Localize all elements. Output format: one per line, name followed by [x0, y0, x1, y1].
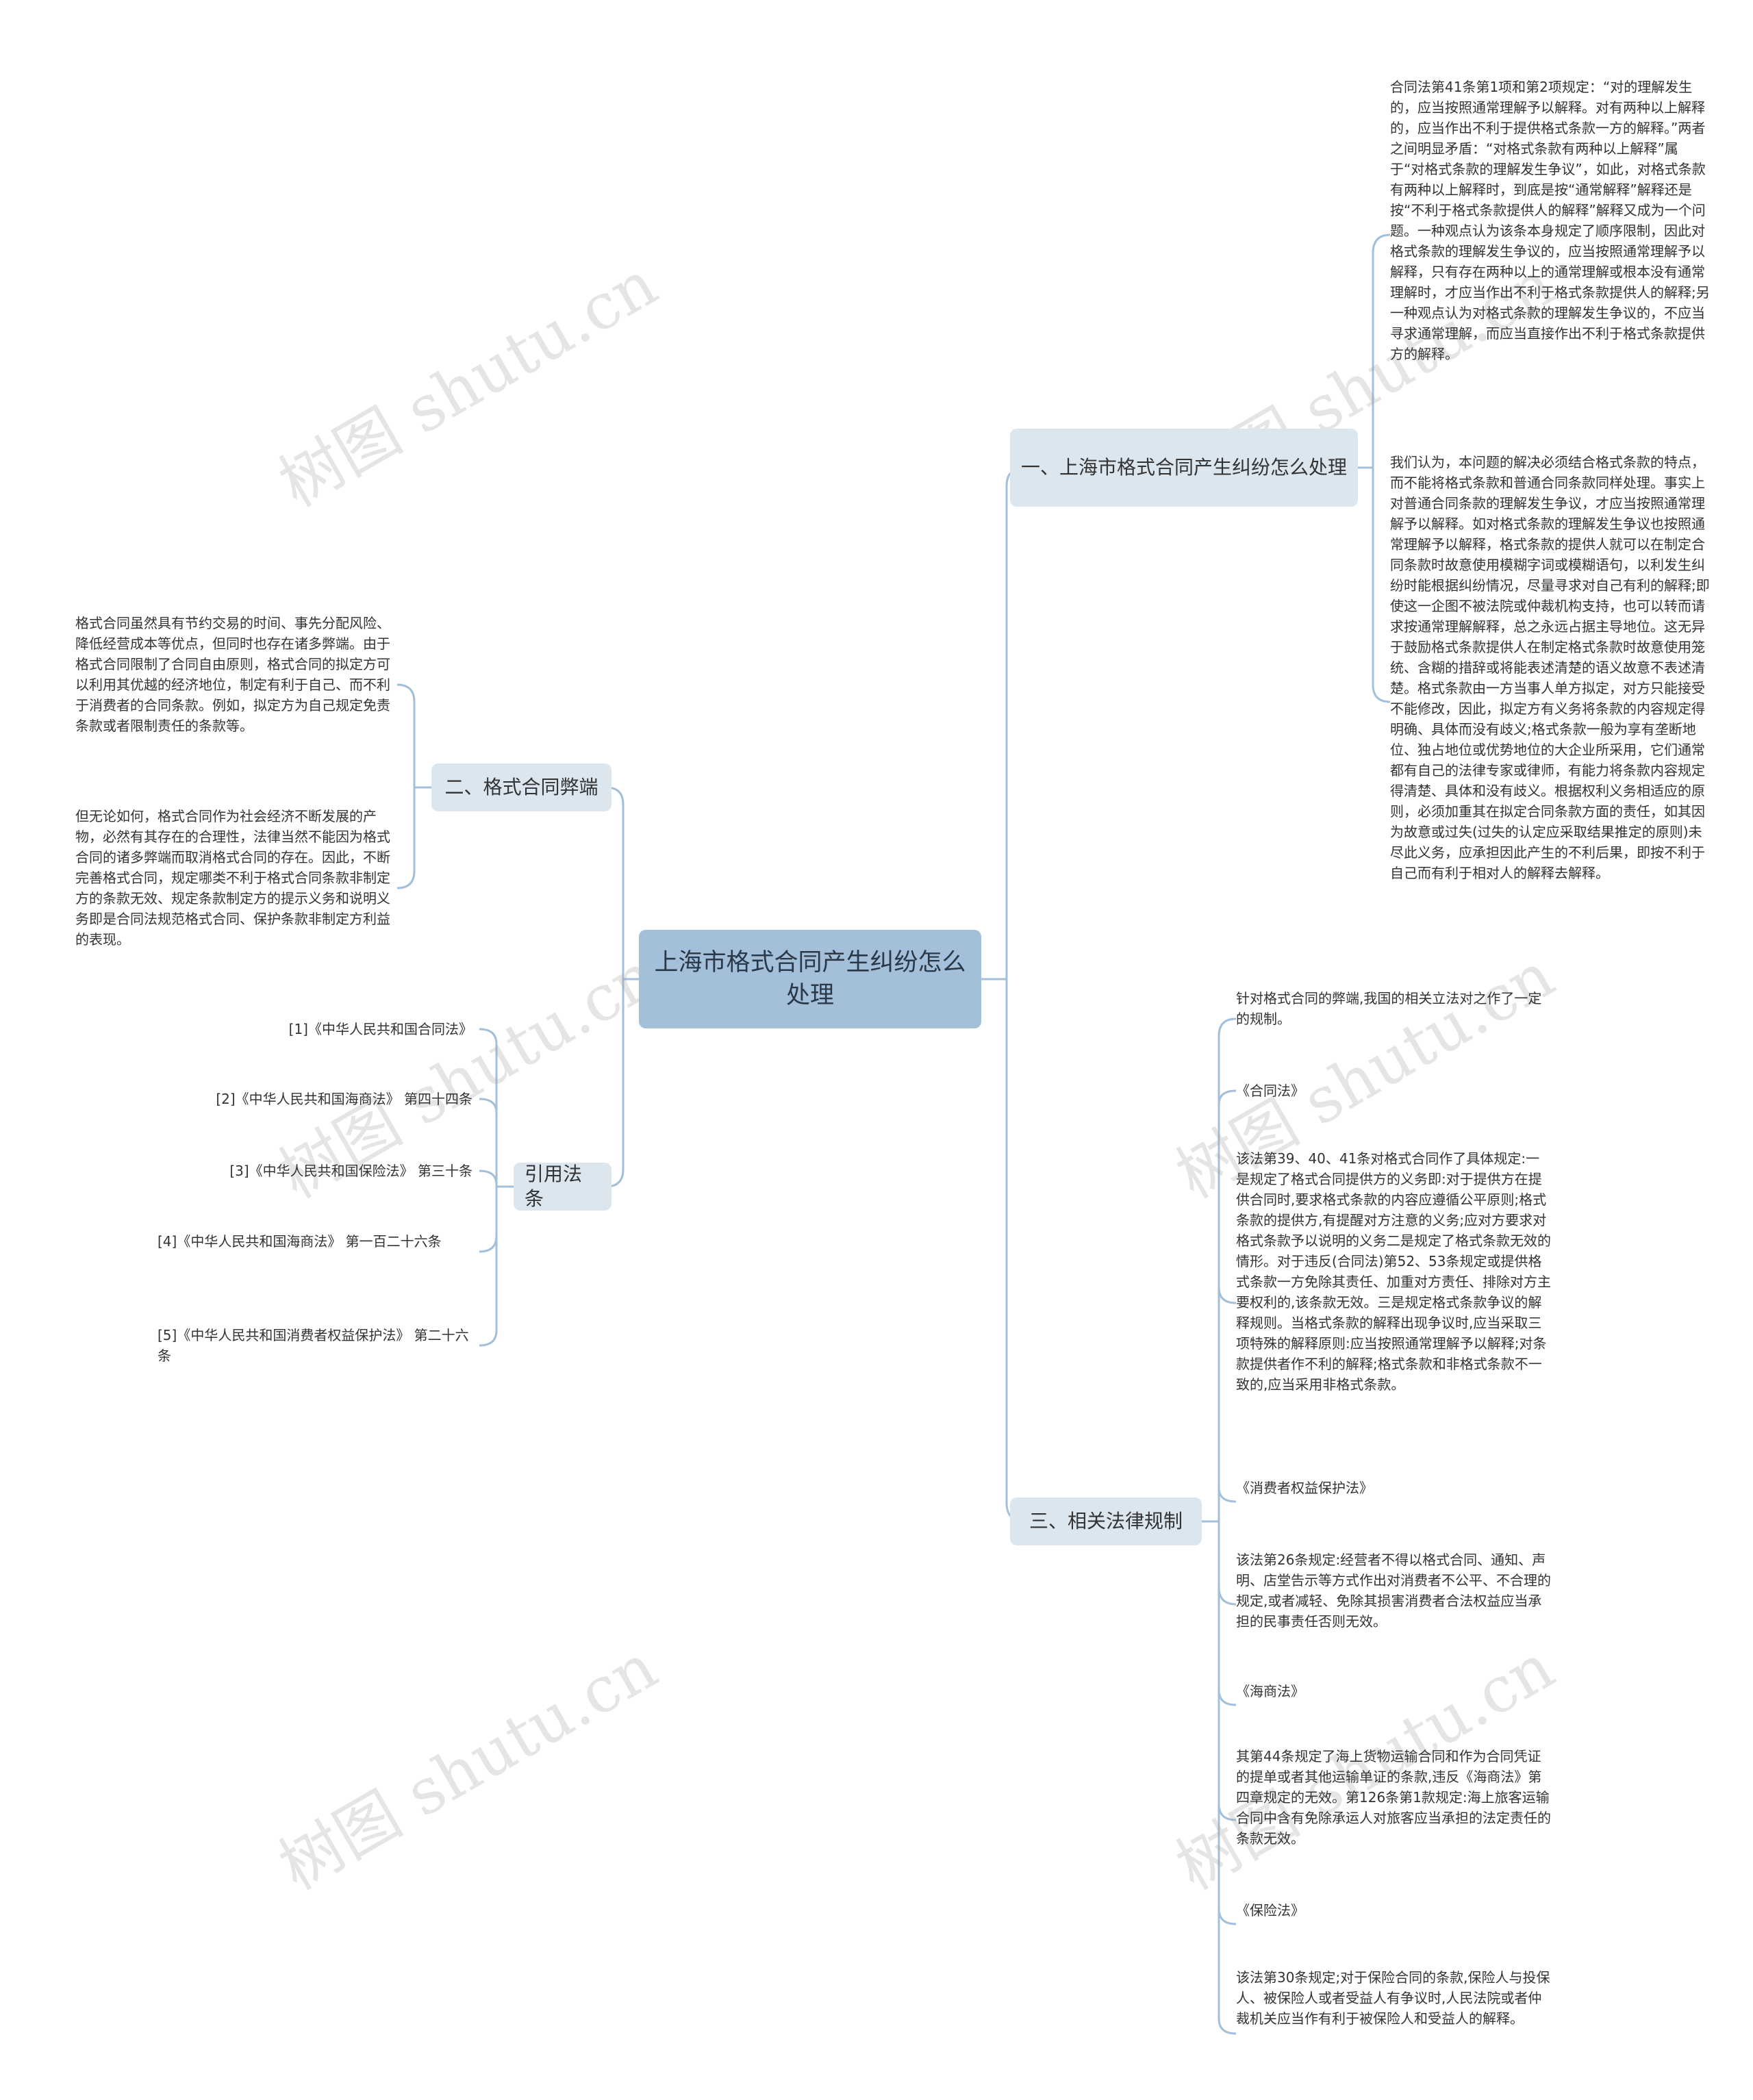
- leaf-text: 《合同法》: [1236, 1083, 1304, 1099]
- leaf-text: 《保险法》: [1236, 1902, 1304, 1919]
- branch-label: 引用法条: [525, 1163, 583, 1210]
- citation-item: [3]《中华人民共和国保险法》 第三十条: [229, 1163, 472, 1179]
- citation-item: [1]《中华人民共和国合同法》: [288, 1021, 472, 1037]
- leaf-text: 《海商法》: [1236, 1683, 1304, 1699]
- leaf-text: 我们认为，本问题的解决必须结合格式条款的特点，而不能将格式条款和普通合同条款同样…: [1390, 454, 1710, 881]
- citation-item: [5]《中华人民共和国消费者权益保护法》 第二十六条: [157, 1327, 469, 1364]
- leaf-text: 该法第39、40、41条对格式合同作了具体规定:一是规定了格式合同提供方的义务即…: [1236, 1150, 1551, 1393]
- root-label: 上海市格式合同产生纠纷怎么处理: [654, 949, 966, 1009]
- leaf-text: 合同法第41条第1项和第2项规定：“对的理解发生的，应当按照通常理解予以解释。对…: [1390, 79, 1710, 362]
- branch-node-drawbacks[interactable]: 二、格式合同弊端: [431, 763, 611, 811]
- branch-node-handling[interactable]: 一、上海市格式合同产生纠纷怎么处理: [1010, 429, 1358, 507]
- leaf-text: 该法第30条规定;对于保险合同的条款,保险人与投保人、被保险人或者受益人有争议时…: [1236, 1969, 1550, 2027]
- leaf-text: 《消费者权益保护法》: [1236, 1480, 1373, 1496]
- root-node[interactable]: 上海市格式合同产生纠纷怎么处理: [639, 930, 981, 1028]
- leaf-text: 但无论如何，格式合同作为社会经济不断发展的产物，必然有其存在的合理性，法律当然不…: [75, 808, 390, 948]
- branch-node-citations[interactable]: 引用法条: [514, 1163, 611, 1211]
- branch-label: 一、上海市格式合同产生纠纷怎么处理: [1021, 456, 1348, 479]
- citation-item: [2]《中华人民共和国海商法》 第四十四条: [216, 1091, 472, 1107]
- leaf-text: 格式合同虽然具有节约交易的时间、事先分配风险、降低经营成本等优点，但同时也存在诸…: [75, 615, 390, 734]
- branch-label: 二、格式合同弊端: [444, 776, 598, 798]
- leaf-text: 该法第26条规定:经营者不得以格式合同、通知、声明、店堂告示等方式作出对消费者不…: [1236, 1552, 1551, 1630]
- branch-label: 三、相关法律规制: [1029, 1510, 1183, 1532]
- leaf-text: 其第44条规定了海上货物运输合同和作为合同凭证的提单或者其他运输单证的条款,违反…: [1236, 1748, 1551, 1847]
- branch-node-regulations[interactable]: 三、相关法律规制: [1010, 1497, 1202, 1545]
- leaf-text: 针对格式合同的弊端,我国的相关立法对之作了一定的规制。: [1236, 990, 1542, 1027]
- citation-item: [4]《中华人民共和国海商法》 第一百二十六条: [157, 1233, 442, 1250]
